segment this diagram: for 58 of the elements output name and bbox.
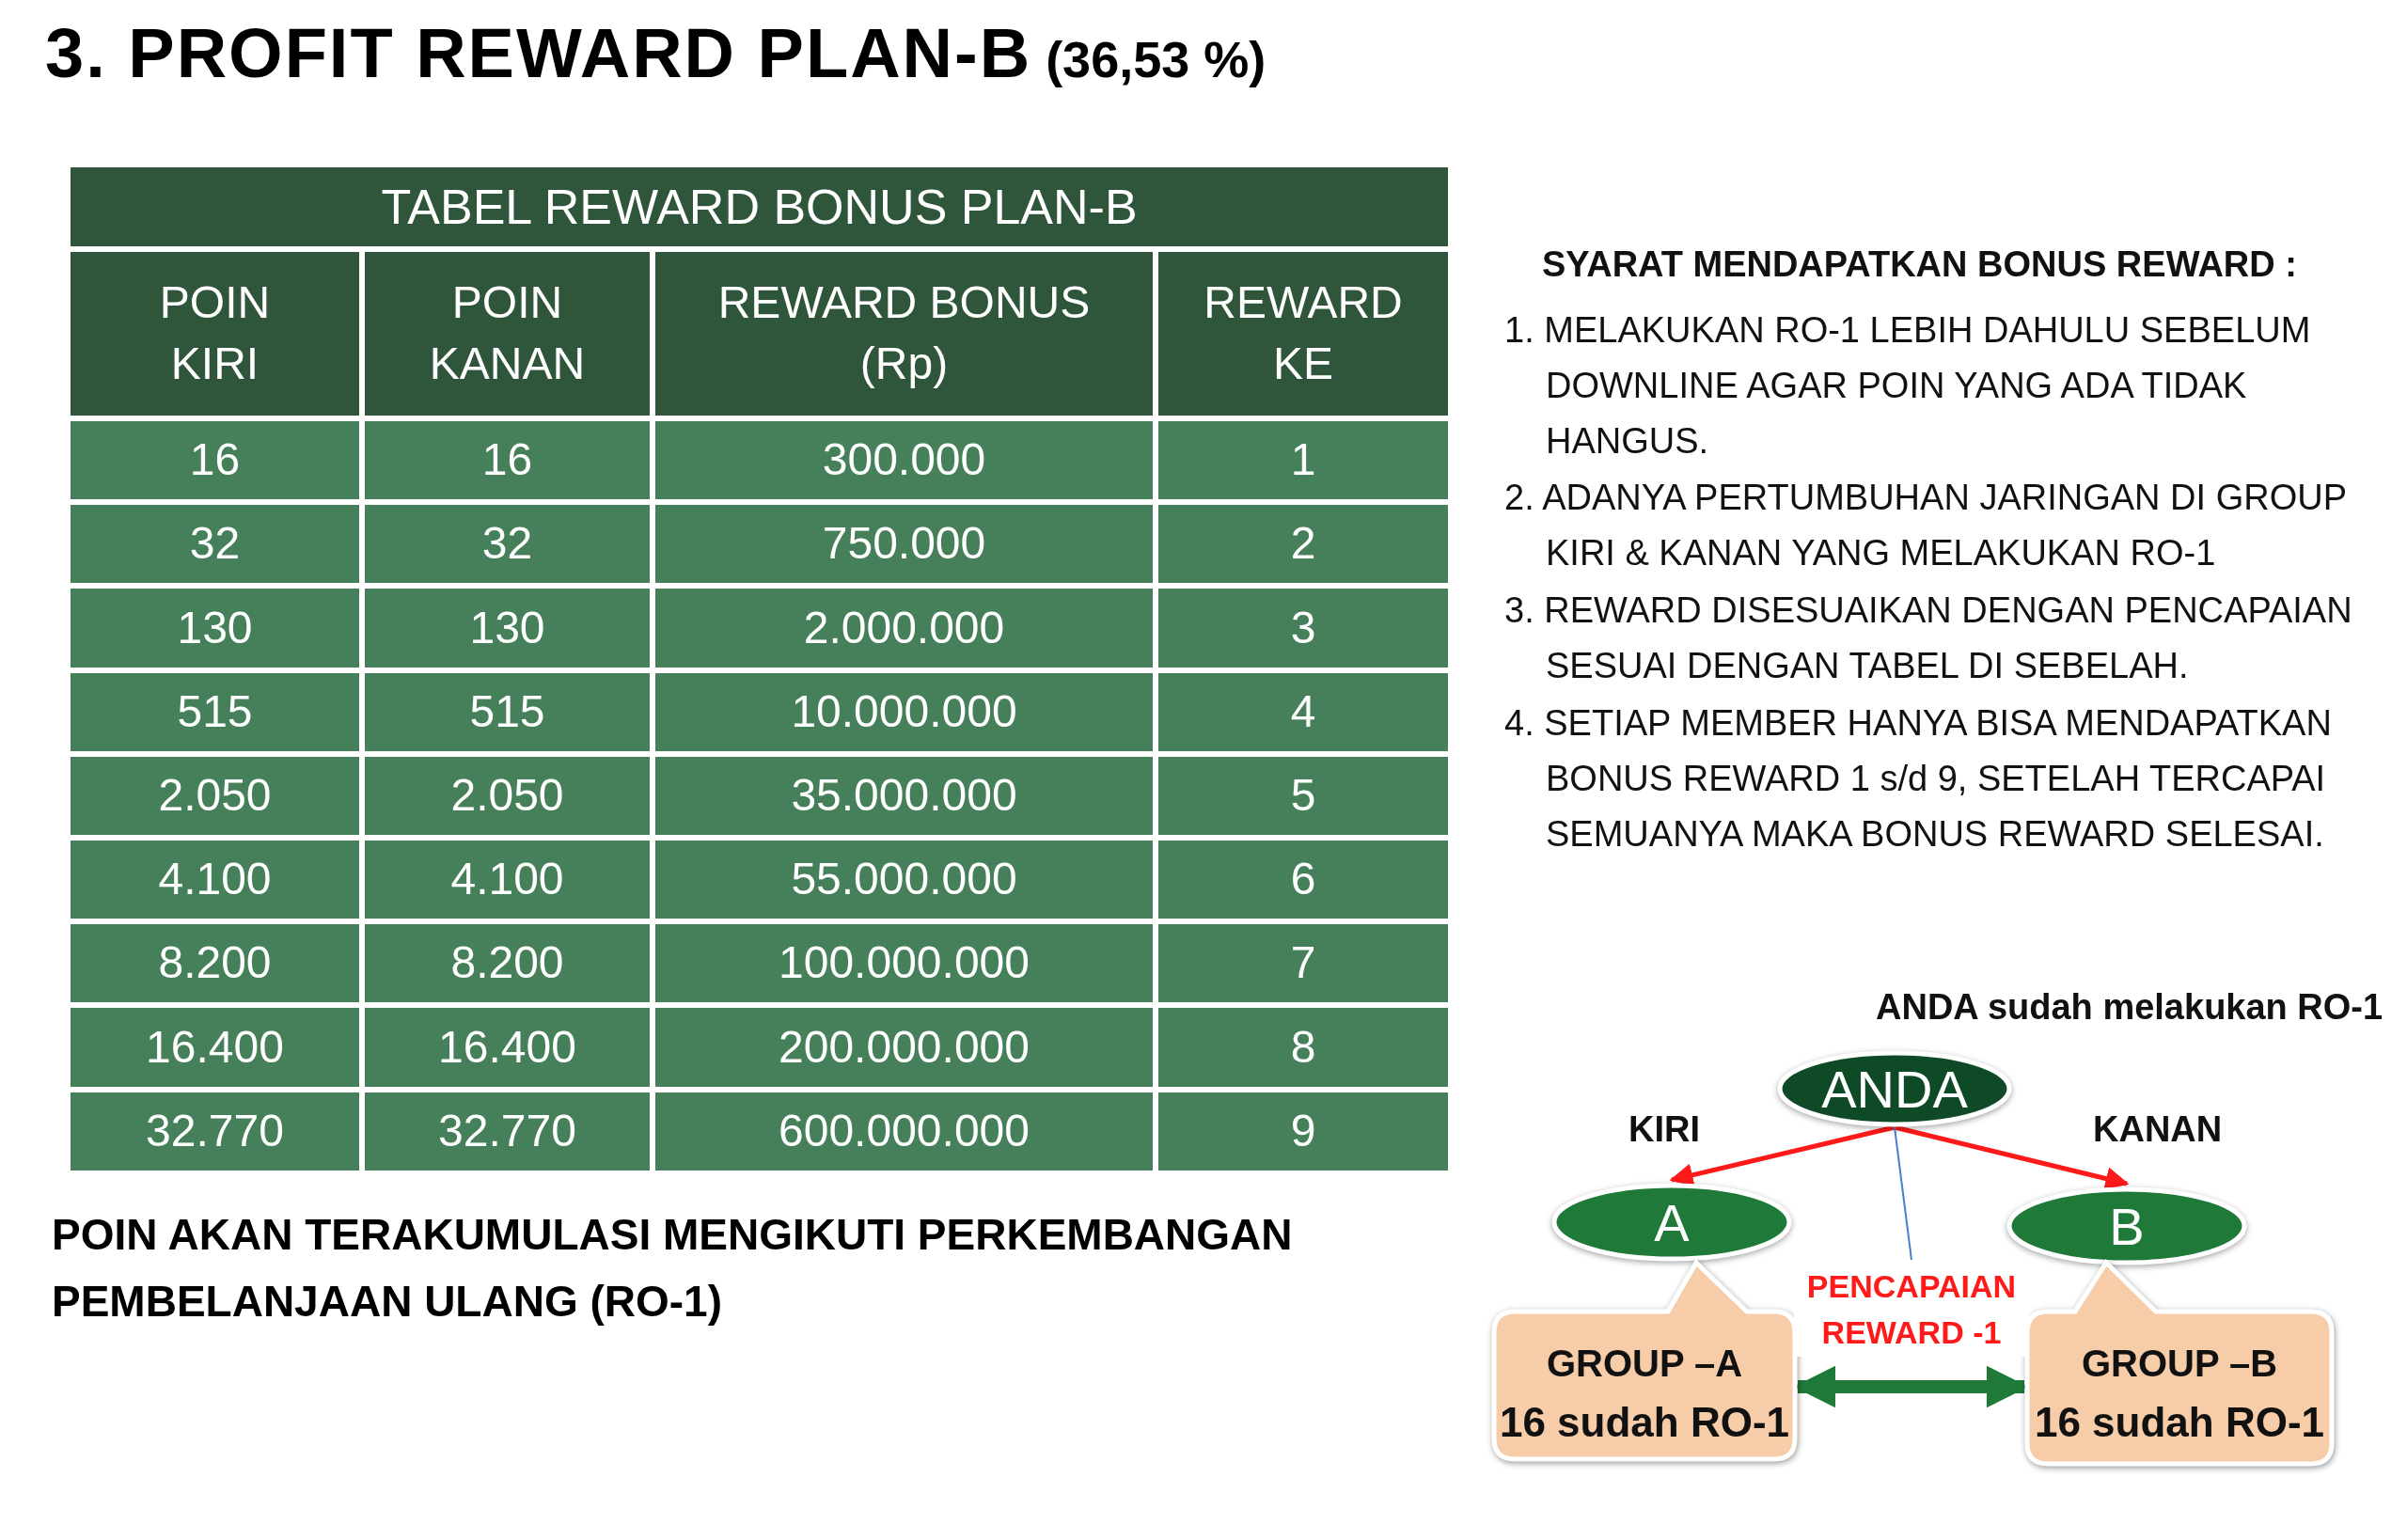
node-label: ANDA	[1821, 1058, 1968, 1120]
table-cell: 515	[71, 672, 359, 751]
table-cell: 35.000.000	[655, 756, 1153, 835]
table-cell: 750.000	[655, 505, 1153, 584]
table-cell: 16.400	[71, 1008, 359, 1087]
table-cell: 200.000.000	[655, 1008, 1153, 1087]
group-title: GROUP –B	[2081, 1342, 2278, 1386]
table-cell: 8.200	[71, 924, 359, 1003]
table-cell: 6	[1158, 841, 1448, 919]
table-cell: 1	[1158, 421, 1448, 500]
table-header-cell: REWARD KE	[1158, 252, 1448, 416]
table-cell: 3	[1158, 589, 1448, 668]
table-cell: 16	[365, 421, 650, 500]
table-cell: 32.770	[365, 1092, 650, 1171]
table-cell: 300.000	[655, 421, 1153, 500]
group-count: 16 sudah RO-1	[2034, 1398, 2325, 1447]
group-title: GROUP –A	[1546, 1342, 1743, 1386]
arrow	[1669, 1124, 1896, 1186]
table-cell: 130	[71, 589, 359, 668]
table-cell: 32	[71, 505, 359, 584]
table-cell: 515	[365, 672, 650, 751]
table-cell: 55.000.000	[655, 841, 1153, 919]
table-cell: 2	[1158, 505, 1448, 584]
group-count: 16 sudah RO-1	[1499, 1398, 1790, 1447]
table-cell: 130	[365, 589, 650, 668]
table-cell: 9	[1158, 1092, 1448, 1171]
connector-line	[1894, 1126, 1912, 1261]
table-cell: 32.770	[71, 1092, 359, 1171]
table-note: POIN AKAN TERAKUMULASI MENGIKUTI PERKEMBANGAN PEMBELANJAAN ULANG (RO-1)	[52, 1209, 1294, 1328]
page-title: 3. PROFIT REWARD PLAN-B (36,53 %)	[45, 13, 1266, 93]
requirement-item: 3. REWARD DISESUAIKAN DENGAN PENCAPAIAN SESUAI DENGAN TABEL DI SEBELAH.	[1504, 589, 2353, 687]
table-cell: 2.050	[71, 756, 359, 835]
table-title: TABEL REWARD BONUS PLAN-B	[71, 167, 1448, 246]
table-cell: 2.050	[365, 756, 650, 835]
requirement-item: 4. SETIAP MEMBER HANYA BISA MENDAPATKAN BONUS REWARD 1 s/d 9, SETELAH TERCAPAI SEMUANYA MAKA BONUS REWARD SELESAI.	[1504, 702, 2333, 856]
table-cell: 4.100	[365, 841, 650, 919]
table-header-cell: POIN KANAN	[365, 252, 650, 416]
requirement-item: 1. MELAKUKAN RO-1 LEBIH DAHULU SEBELUM DOWNLINE AGAR POIN YANG ADA TIDAK HANGUS.	[1504, 309, 2312, 463]
table-cell: 4.100	[71, 841, 359, 919]
node-label: A	[1654, 1191, 1690, 1253]
node-caption: ANDA sudah melakukan RO-1	[1876, 987, 2383, 1028]
table-cell: 16	[71, 421, 359, 500]
requirements-heading: SYARAT MENDAPATKAN BONUS REWARD :	[1542, 244, 2298, 286]
table-cell: 7	[1158, 924, 1448, 1003]
table-cell: 100.000.000	[655, 924, 1153, 1003]
table-cell: 32	[365, 505, 650, 584]
table-cell: 10.000.000	[655, 672, 1153, 751]
table-cell: 8.200	[365, 924, 650, 1003]
table-cell: 16.400	[365, 1008, 650, 1087]
table-cell: 600.000.000	[655, 1092, 1153, 1171]
table-cell: 2.000.000	[655, 589, 1153, 668]
table-header-cell: POIN KIRI	[71, 252, 359, 416]
table-cell: 5	[1158, 756, 1448, 835]
table-cell: 8	[1158, 1008, 1448, 1087]
node-label: B	[2109, 1195, 2145, 1257]
table-header-cell: REWARD BONUS (Rp)	[655, 252, 1153, 416]
requirement-item: 2. ADANYA PERTUMBUHAN JARINGAN DI GROUP KIRI & KANAN YANG MELAKUKAN RO-1	[1504, 477, 2348, 574]
table-cell: 4	[1158, 672, 1448, 751]
